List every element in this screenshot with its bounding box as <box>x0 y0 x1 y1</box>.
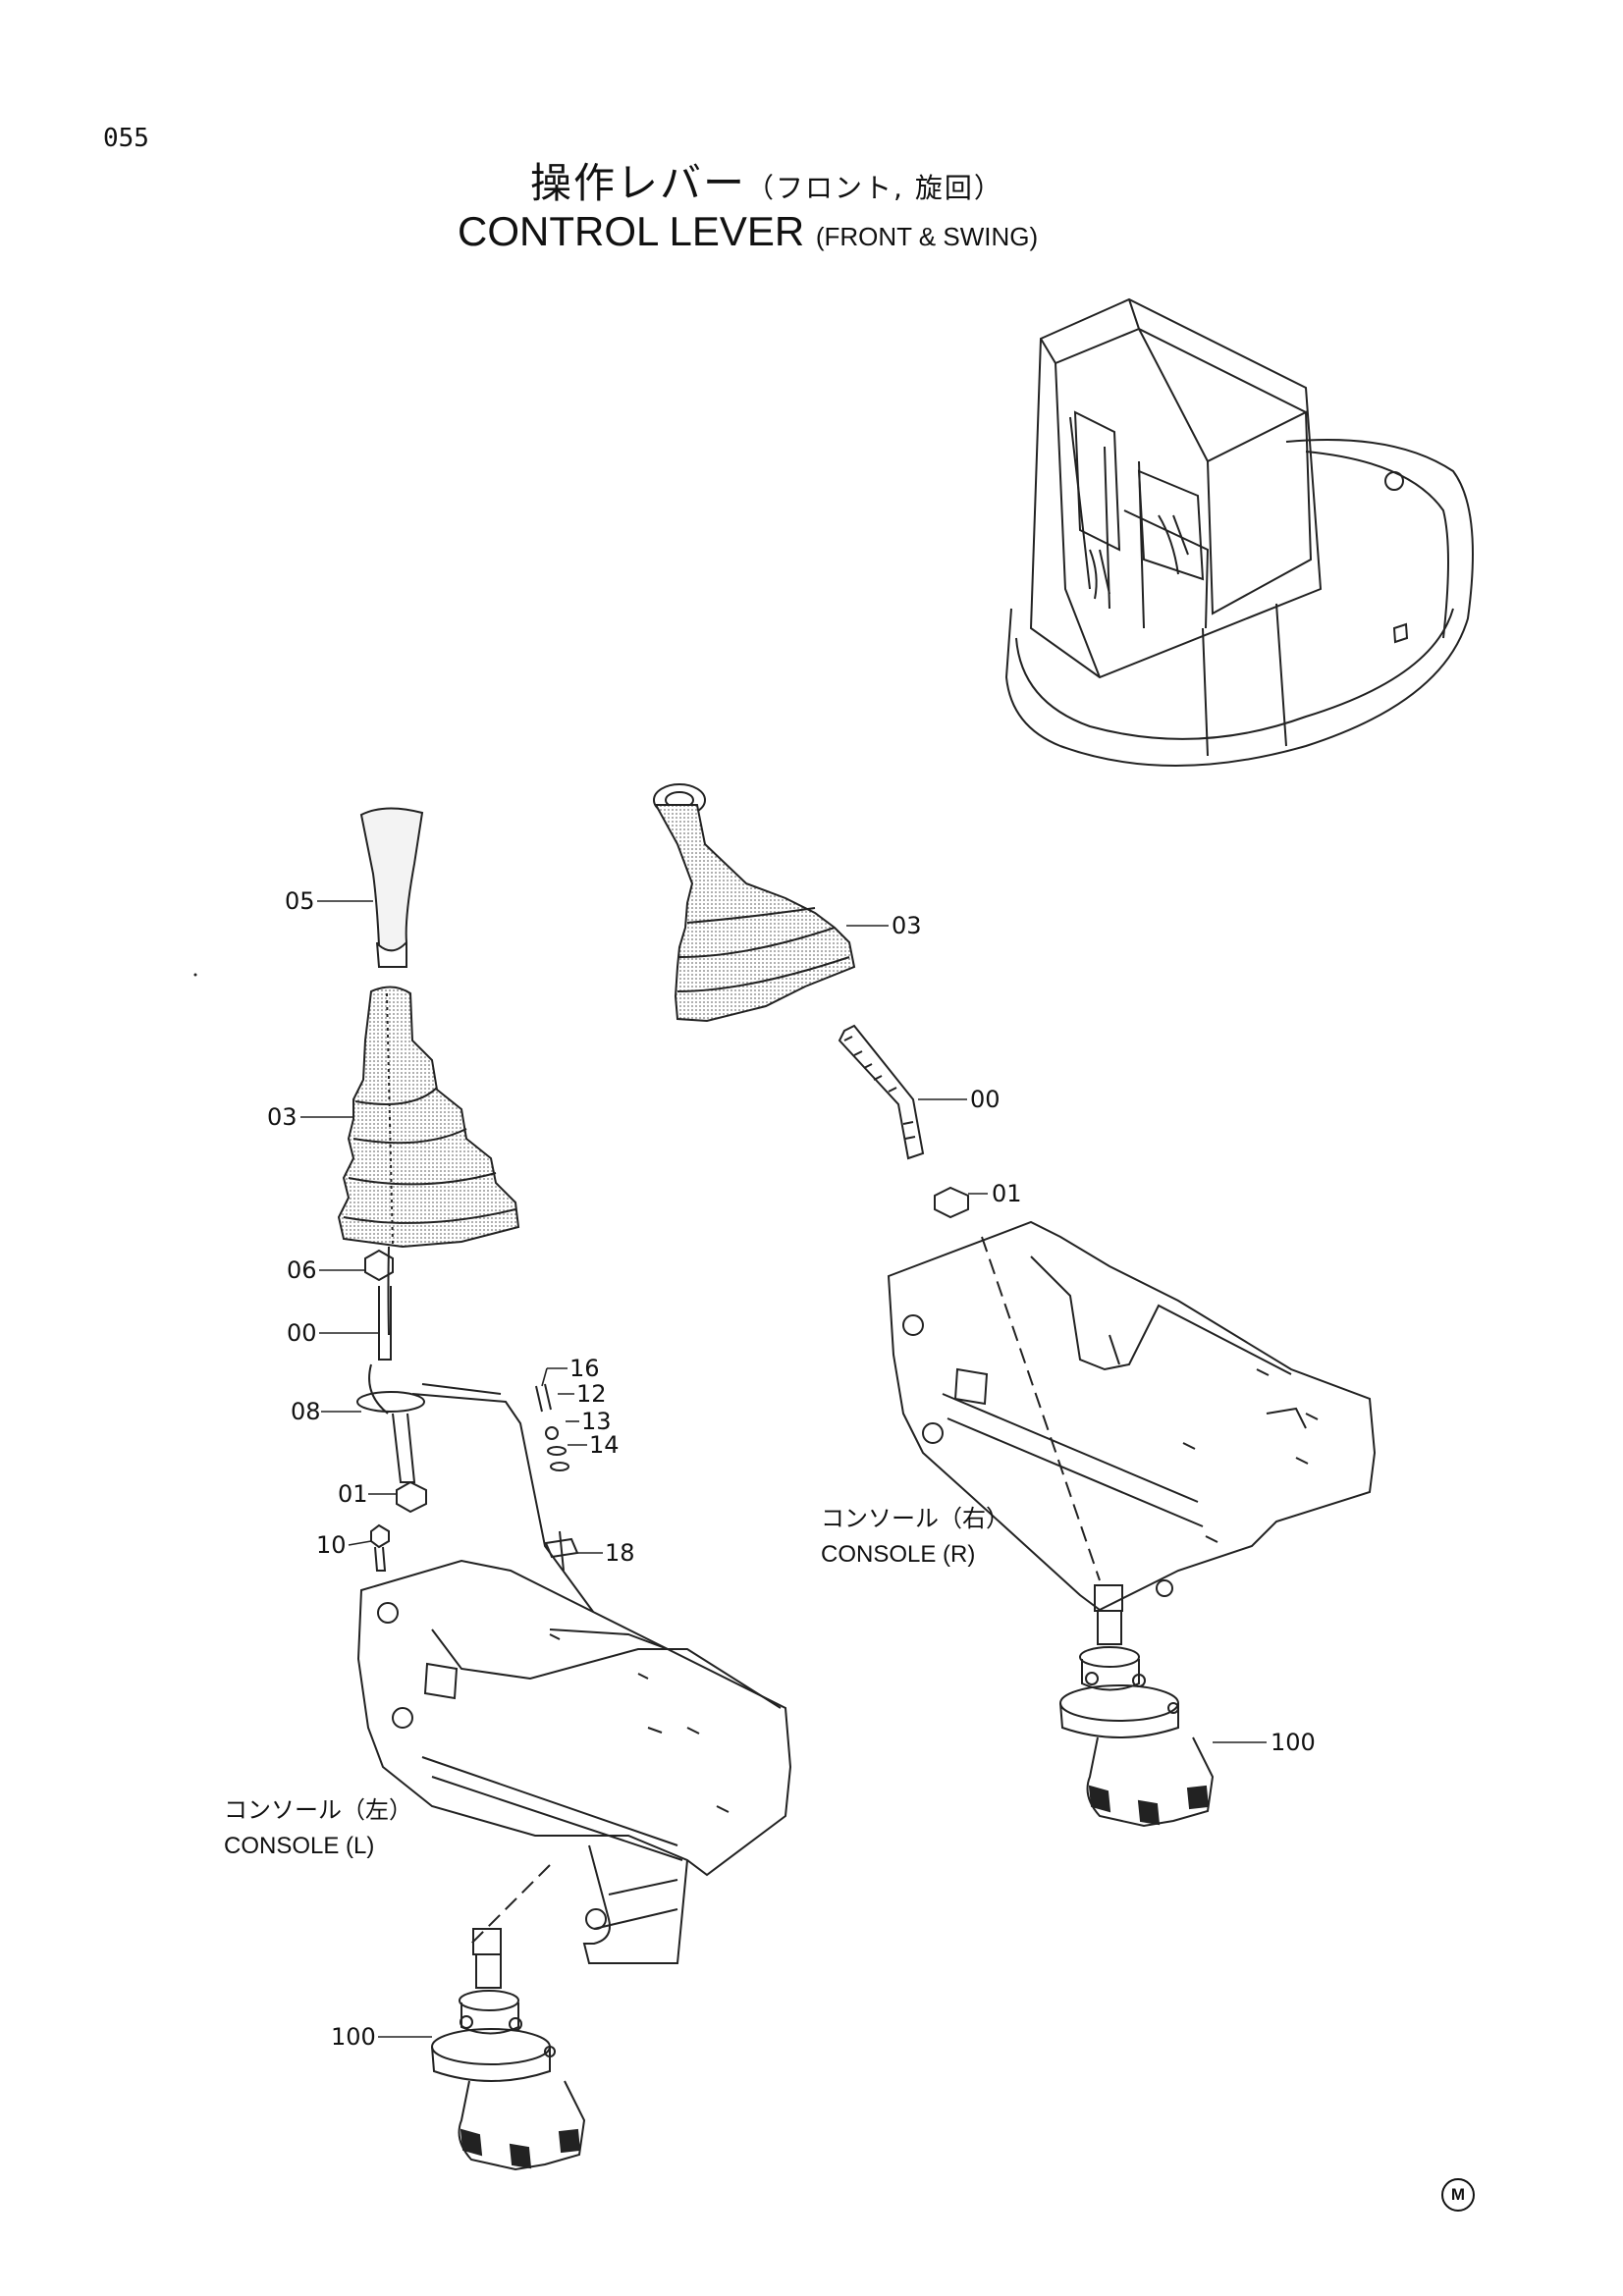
console-left-jp-label: コンソール（左） <box>224 1796 412 1824</box>
title-jp-sub: （フロント, 旋回） <box>746 172 1003 204</box>
console-right-en-label: CONSOLE (R) <box>821 1541 975 1568</box>
page-number: 055 <box>103 124 149 153</box>
callout-valve-100-right: 100 <box>1271 1729 1316 1756</box>
callout-clamp-18: 18 <box>605 1539 635 1567</box>
callout-bracket-08: 08 <box>291 1398 321 1425</box>
left-boot <box>337 986 520 1249</box>
callout-boot-03-right: 03 <box>892 912 922 939</box>
console-left <box>356 1559 792 1877</box>
callout-nut-01-left: 01 <box>338 1480 368 1508</box>
left-control-lever-assembly <box>337 807 792 2171</box>
callout-lever-00-right: 00 <box>970 1086 1001 1113</box>
right-boot <box>654 804 856 1023</box>
callout-lever-00-left: 00 <box>287 1319 317 1347</box>
callout-washer-13: 13 <box>581 1408 612 1435</box>
callout-nut-01-right: 01 <box>992 1180 1022 1207</box>
callout-pin-16: 16 <box>569 1355 600 1382</box>
left-pilot-valve <box>431 1928 586 2171</box>
callout-boot-03-left: 03 <box>267 1103 298 1131</box>
title-en-main: CONTROL LEVER <box>458 208 805 254</box>
leader-lines <box>300 900 1267 2038</box>
callout-labels: 05 03 06 00 08 01 10 16 12 13 14 18 100 … <box>224 887 1316 2051</box>
right-pilot-valve <box>1059 1584 1215 1828</box>
console-right <box>887 1220 1377 1612</box>
stray-dot <box>193 973 197 977</box>
excavator-cab-illustration <box>1004 297 1474 767</box>
console-left-en-label: CONSOLE (L) <box>224 1833 374 1859</box>
right-control-lever-assembly <box>653 783 1377 1828</box>
title-jp-main: 操作レバー <box>530 159 747 207</box>
title-en-sub: (FRONT & SWING) <box>815 222 1039 251</box>
console-right-jp-label: コンソール（右） <box>821 1505 1009 1532</box>
title-japanese: 操作レバー（フロント, 旋回） <box>530 150 1003 210</box>
manufacturer-mark-icon: M <box>1441 2178 1475 2212</box>
grip <box>359 807 424 952</box>
callout-clip-14: 14 <box>589 1431 620 1459</box>
title-english: CONTROL LEVER (FRONT & SWING) <box>458 208 1038 255</box>
callout-screw-12: 12 <box>576 1380 607 1408</box>
callout-nut-06: 06 <box>287 1256 317 1284</box>
callout-grip-05: 05 <box>285 887 315 915</box>
callout-valve-100-left: 100 <box>331 2023 376 2051</box>
callout-bolt-10: 10 <box>316 1531 347 1559</box>
